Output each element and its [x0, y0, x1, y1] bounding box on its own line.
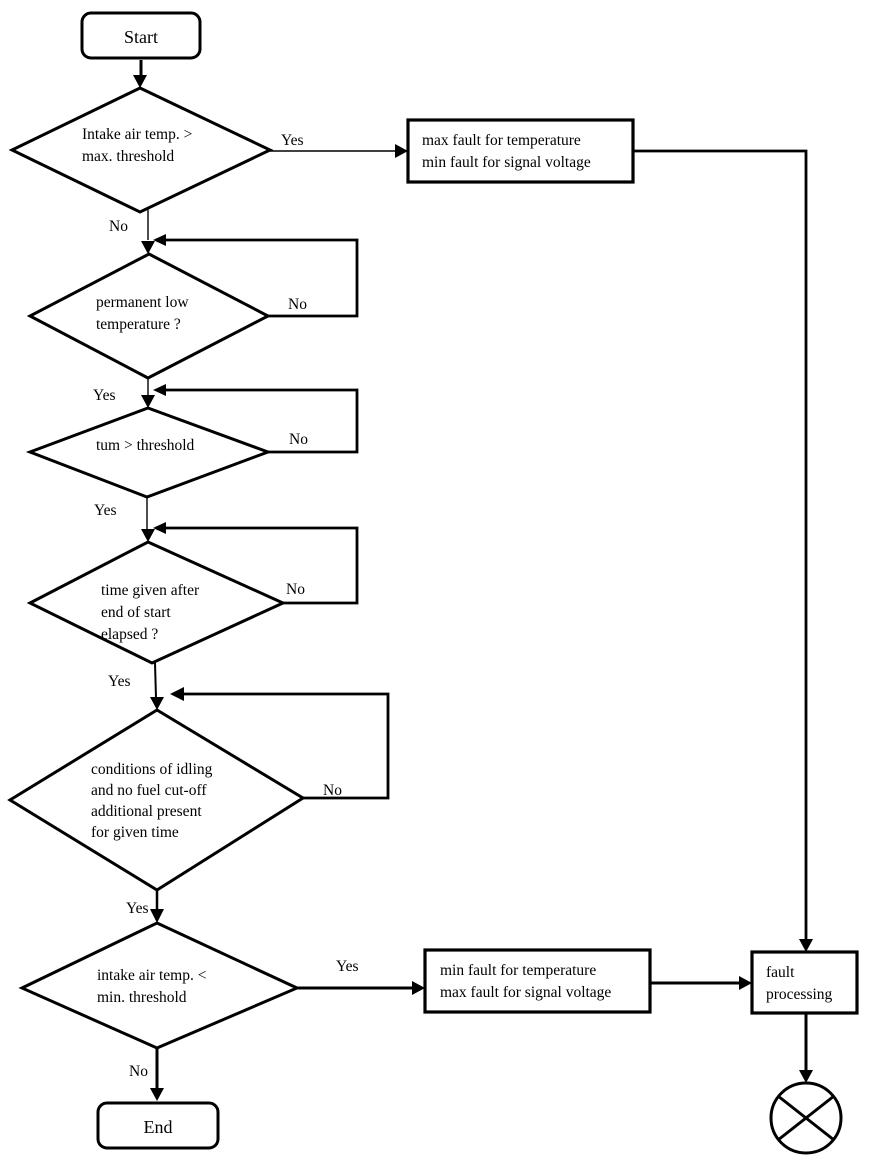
decision-tum-threshold: tum > threshold	[25, 406, 273, 499]
edge-label-d3-no: No	[289, 431, 308, 448]
process-max-fault-shape	[406, 118, 635, 184]
loop-d2-no	[166, 238, 359, 318]
decision-1-shape	[8, 86, 274, 214]
loop-d4-no	[166, 526, 359, 605]
edge-label-d4-yes: Yes	[108, 673, 131, 690]
decision-1-line-1: Intake air temp. >	[82, 126, 192, 143]
arrowhead-d3-top	[141, 395, 155, 408]
decision-time-after-start: time given after end of start elapsed ?	[26, 540, 287, 665]
arrowhead-boxmin-left	[412, 981, 425, 995]
decision-4-shape	[26, 540, 287, 665]
edge-label-d6-no: No	[129, 1063, 148, 1080]
process-max-fault-line-2: min fault for signal voltage	[422, 154, 591, 171]
decision-6-line-1: intake air temp. <	[97, 967, 206, 984]
edge-label-d4-no: No	[286, 581, 305, 598]
fault-processing-line-2: processing	[766, 986, 833, 1003]
start-shape	[80, 11, 202, 60]
decision-3-shape	[25, 406, 273, 499]
edge-label-d1-yes: Yes	[281, 132, 304, 149]
edge-label-d6-yes: Yes	[336, 958, 359, 975]
decision-6-shape	[18, 921, 301, 1050]
decision-5-line-3: additional present	[91, 803, 202, 820]
arrowhead-d4-top	[141, 529, 155, 542]
decision-idling-conditions: conditions of idling and no fuel cut-off…	[7, 708, 306, 892]
decision-1-line-2: max. threshold	[82, 148, 174, 165]
decision-6-line-2: min. threshold	[97, 989, 187, 1006]
start-node: Start	[80, 11, 202, 60]
terminator-x-stroke-2	[777, 1094, 835, 1142]
fault-processing-line-1: fault	[766, 964, 795, 981]
terminator-circle-x	[769, 1081, 843, 1155]
edge-label-d2-yes: Yes	[93, 387, 116, 404]
arrowhead-d5-top	[150, 697, 164, 710]
end-node: End	[96, 1101, 220, 1150]
arrowhead-terminator-top	[799, 1070, 813, 1083]
arrowhead-d3-loop	[153, 384, 166, 396]
decision-5-shape	[7, 708, 306, 892]
arrowhead-d2-loop	[153, 234, 166, 246]
decision-5-line-1: conditions of idling	[91, 761, 213, 778]
decision-4-line-1: time given after	[101, 582, 200, 599]
arrowhead-d2-top	[141, 241, 155, 254]
fault-processing-shape	[750, 950, 859, 1015]
decision-2-shape	[26, 252, 272, 380]
process-max-fault-line-1: max fault for temperature	[422, 132, 581, 149]
process-min-fault-line-1: min fault for temperature	[440, 962, 596, 979]
connector-boxmax-faultprocessing	[633, 149, 808, 940]
decision-intake-temp-min: intake air temp. < min. threshold	[18, 921, 301, 1050]
loop-d5-no	[184, 692, 390, 800]
decision-5-line-4: for given time	[91, 824, 179, 841]
decision-4-line-3: elapsed ?	[101, 626, 158, 643]
process-fault-processing: fault processing	[750, 950, 859, 1015]
decision-3-line-1: tum > threshold	[96, 437, 195, 454]
edge-label-d5-no: No	[323, 782, 342, 799]
arrowhead-end-top	[150, 1088, 164, 1101]
end-shape	[96, 1101, 220, 1150]
arrowhead-faultprocessing-left	[739, 976, 752, 990]
terminator-circle	[769, 1081, 843, 1155]
edge-label-d3-yes: Yes	[94, 502, 117, 519]
arrowhead-d6-top	[150, 909, 164, 923]
start-label: Start	[124, 27, 158, 47]
edge-label-d5-yes: Yes	[126, 900, 149, 917]
edge-label-d1-no: No	[109, 218, 128, 235]
loop-d3-no	[166, 388, 359, 454]
edge-label-d2-no: No	[288, 296, 307, 313]
arrowhead-boxmax-left	[395, 144, 408, 158]
arrowhead-d1-top	[133, 75, 147, 88]
process-min-fault: min fault for temperature max fault for …	[423, 948, 652, 1014]
arrowhead-faultprocessing-top	[799, 939, 813, 952]
decision-5-line-2: and no fuel cut-off	[91, 782, 207, 799]
decision-4-line-2: end of start	[101, 604, 171, 621]
decision-permanent-low-temp: permanent low temperature ?	[26, 252, 272, 380]
process-min-fault-shape	[423, 948, 652, 1014]
process-min-fault-line-2: max fault for signal voltage	[440, 984, 611, 1001]
process-max-fault: max fault for temperature min fault for …	[406, 118, 635, 184]
decision-intake-temp-max: Intake air temp. > max. threshold	[8, 86, 274, 214]
arrowhead-d5-loop	[170, 687, 184, 701]
connector-d4-yes	[154, 662, 157, 699]
decision-2-line-1: permanent low	[96, 294, 189, 311]
arrowhead-d4-loop	[153, 522, 166, 534]
end-label: End	[144, 1117, 173, 1137]
decision-2-line-2: temperature ?	[96, 316, 181, 333]
